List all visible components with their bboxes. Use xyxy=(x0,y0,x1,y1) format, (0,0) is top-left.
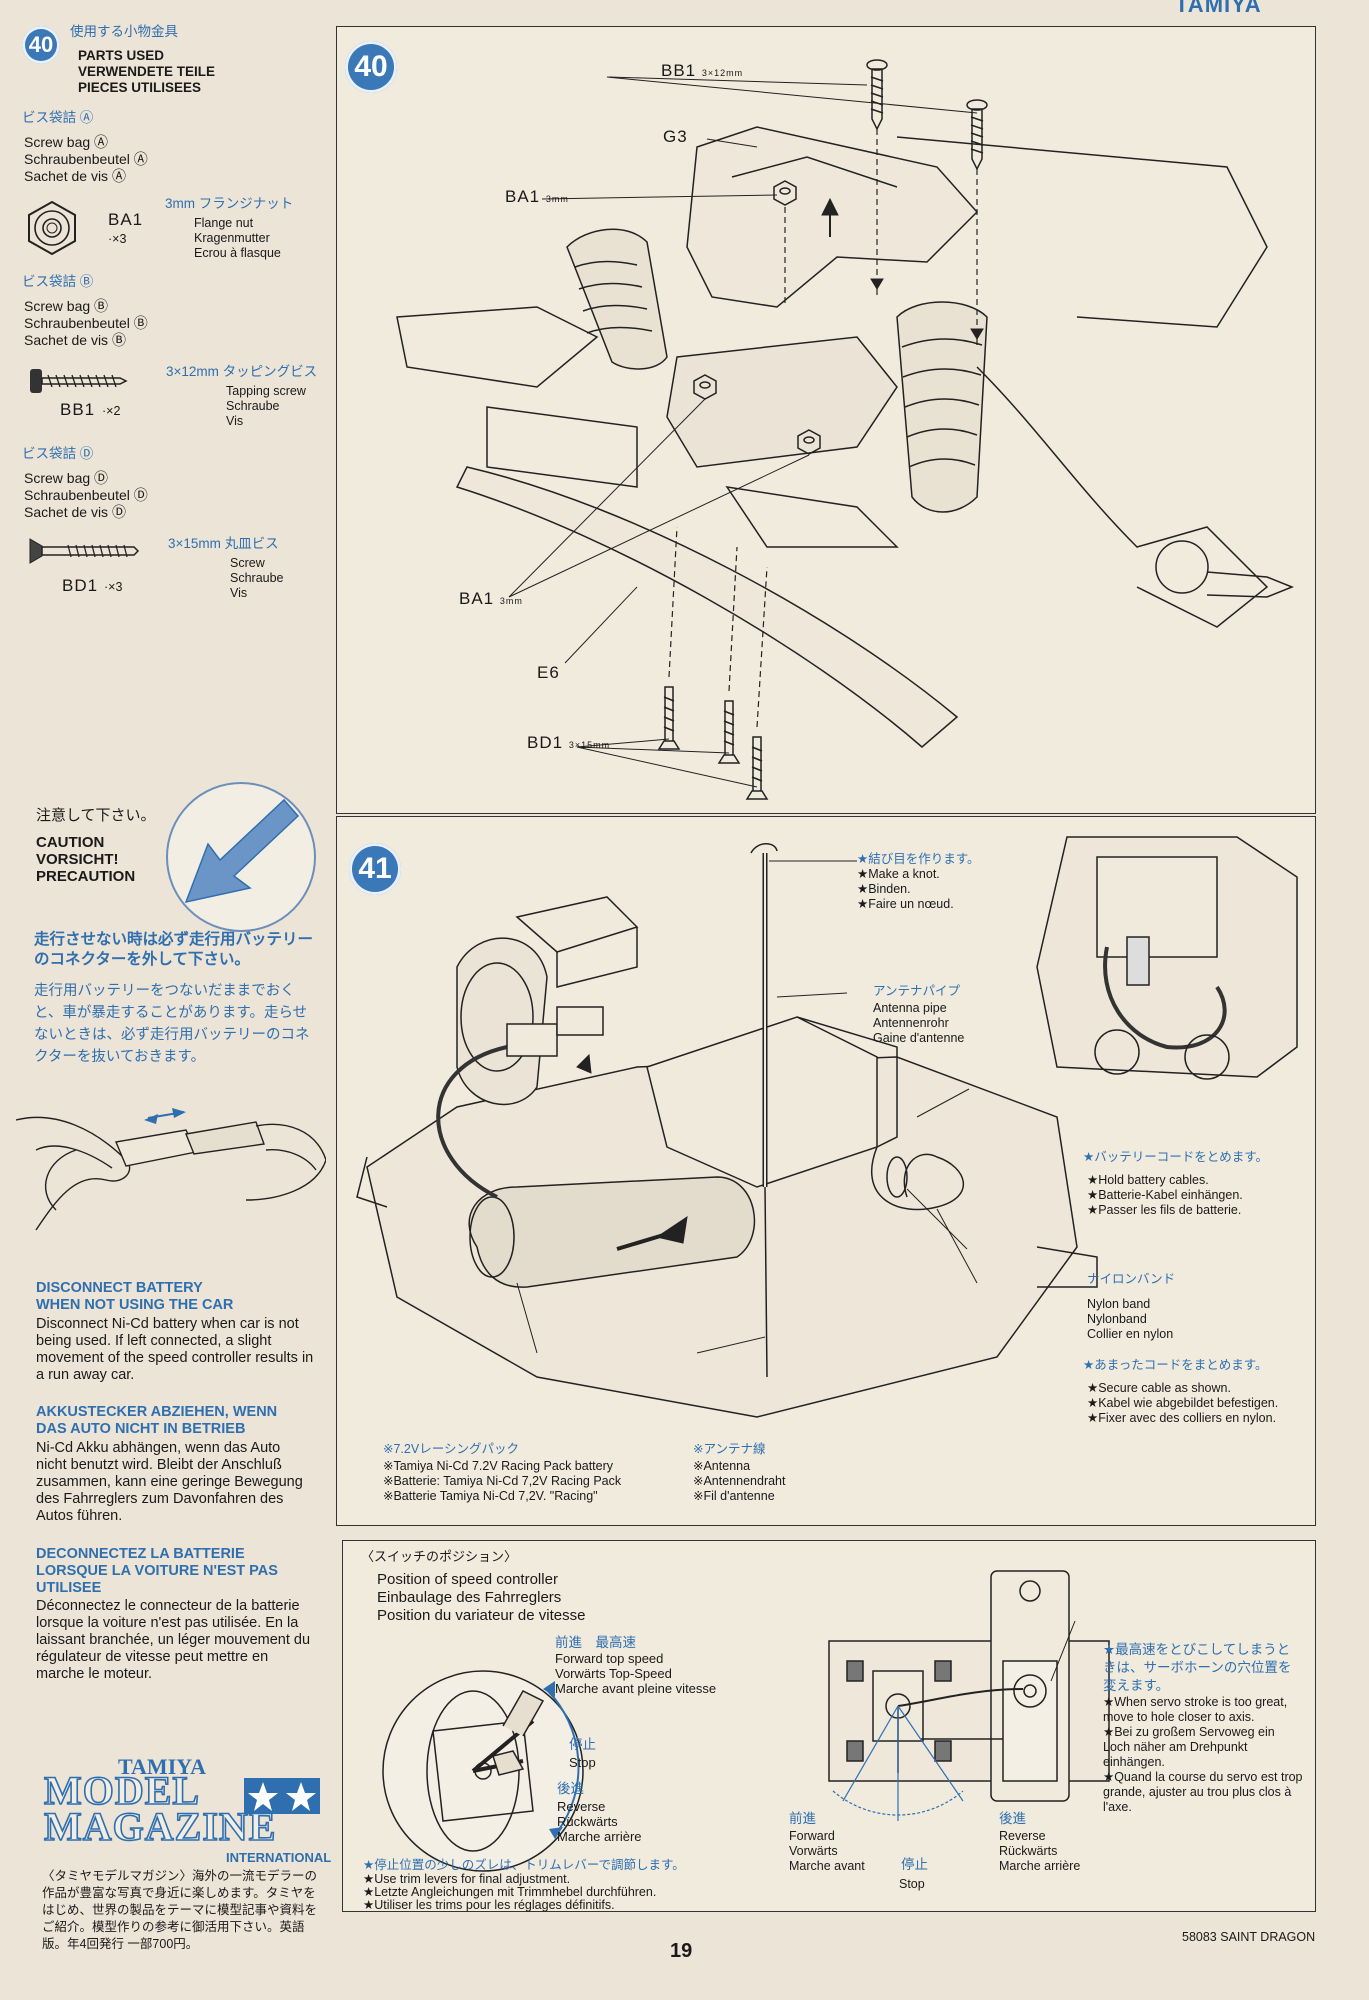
r-forward-label: Forward Vorwärts Marche avant xyxy=(789,1829,865,1873)
forward-jp: 前進 最高速 xyxy=(555,1635,636,1650)
hold-cables-jp: ★バッテリーコードをとめます。 xyxy=(1083,1150,1268,1164)
knot-label: ★Make a knot. ★Binden. ★Faire un nœud. xyxy=(857,867,954,911)
magazine-title-1: MODEL xyxy=(43,1768,201,1813)
diag-g3-label: G3 xyxy=(663,127,688,146)
secure-cable-jp: ★あまったコードをまとめます。 xyxy=(1083,1358,1268,1372)
servo-horn-diagram xyxy=(823,1561,1203,1851)
step-40-assembly-diagram xyxy=(337,27,1315,813)
step-41-panel: 41 xyxy=(336,816,1316,1526)
bb1-jp: 3×12mm タッピングビス xyxy=(166,364,318,379)
kit-code: 58083 SAINT DRAGON xyxy=(1182,1930,1316,1944)
r-reverse-label: Reverse Rückwärts Marche arrière xyxy=(999,1829,1081,1873)
antenna-wire-jp: ※アンテナ線 xyxy=(693,1442,766,1456)
caution-fr: PRECAUTION xyxy=(36,868,136,885)
caution-body-jp: 走行用バッテリーをつないだままでおくと、車が暴走することがあります。走らせないと… xyxy=(34,983,310,1065)
caution-blue-jp: 走行させない時は必ず走行用バッテリーのコネクターを外して下さい。 xyxy=(34,931,314,968)
step-40-badge-small: 40 xyxy=(22,26,60,64)
r-reverse-jp: 後進 xyxy=(999,1811,1026,1826)
bb1-qty: ·×2 xyxy=(102,404,121,418)
antenna-wire-label: ※Antenna ※Antennendraht ※Fil d'antenne xyxy=(693,1459,786,1503)
racing-pack-label: ※Tamiya Ni-Cd 7.2V Racing Pack battery ※… xyxy=(383,1459,622,1503)
bag-b-label: Screw bag Ⓑ Schraubenbeutel Ⓑ Sachet de … xyxy=(24,298,148,348)
step-41-wiring-diagram xyxy=(337,817,1315,1525)
r-forward-jp: 前進 xyxy=(789,1811,816,1826)
ba1-qty: ·×3 xyxy=(108,232,127,246)
bd1-qty: ·×3 xyxy=(104,580,123,594)
page-number: 19 xyxy=(670,1940,693,1962)
caution-jp: 注意して下さい。 xyxy=(36,807,156,824)
bb1-desc: Tapping screw Schraube Vis xyxy=(226,384,306,428)
step-40-badge: 40 xyxy=(345,41,397,93)
hold-cables-label: ★Hold battery cables. ★Batterie-Kabel ei… xyxy=(1087,1173,1243,1217)
bag-d-label: Screw bag Ⓓ Schraubenbeutel Ⓓ Sachet de … xyxy=(24,470,148,520)
reverse-jp: 後進 xyxy=(557,1781,584,1796)
step-41-badge: 41 xyxy=(349,843,401,895)
diag-ba1-left-label: BA1 3mm xyxy=(459,589,523,608)
servo-stroke-label: ★When servo stroke is too great, move to… xyxy=(1103,1695,1303,1814)
magazine-jp: 〈タミヤモデルマガジン〉海外の一流モデラーの作品が豊富な写真で身近に楽しめます。… xyxy=(42,1869,318,1951)
bd1-part-name: BD1 xyxy=(62,576,99,595)
switch-position-panel: 〈スイッチのポジション〉 Position of speed controlle… xyxy=(342,1540,1316,1912)
switch-jp: 〈スイッチのポジション〉 xyxy=(361,1549,518,1564)
bb1-part-name: BB1 xyxy=(60,400,96,419)
diag-ba1-top-label: BA1 3mm xyxy=(505,187,569,206)
tamiya-stars-logo xyxy=(244,1778,320,1814)
bag-a-jp: ビス袋詰 Ⓐ xyxy=(22,110,94,125)
switch-title: Position of speed controller Einbaulage … xyxy=(377,1571,586,1624)
parts-used-jp: 使用する小物金具 xyxy=(70,24,178,39)
magazine-sub: INTERNATIONAL xyxy=(226,1850,332,1865)
top-brand: TAMIYA xyxy=(1175,0,1262,17)
caution-de-head: AKKUSTECKER ABZIEHEN, WENN DAS AUTO NICH… xyxy=(36,1404,278,1437)
r-stop-jp: 停止 xyxy=(901,1857,928,1872)
caution-fr-body: Déconnectez le connecteur de la batterie… xyxy=(36,1598,311,1682)
ba1-desc: Flange nut Kragenmutter Ecrou à flasque xyxy=(194,216,281,260)
antenna-pipe-label: Antenna pipe Antennenrohr Gaine d'antenn… xyxy=(873,1001,965,1045)
bag-b-jp: ビス袋詰 Ⓑ xyxy=(22,274,94,289)
secure-cable-label: ★Secure cable as shown. ★Kabel wie abgeb… xyxy=(1087,1381,1279,1425)
parts-used-en: PARTS USED xyxy=(78,48,165,63)
bag-a-label: Screw bag Ⓐ Schraubenbeutel Ⓐ Sachet de … xyxy=(24,134,148,184)
magazine-title-2: MAGAZINE xyxy=(43,1804,277,1849)
transmitter-lever-diagram xyxy=(373,1631,633,1891)
ba1-jp: 3mm フランジナット xyxy=(165,196,294,211)
magazine-brand: TAMIYA xyxy=(118,1754,207,1779)
reverse-label: Reverse Rückwärts Marche arrière xyxy=(557,1799,642,1844)
caution-fr-head: DECONNECTEZ LA BATTERIE LORSQUE LA VOITU… xyxy=(36,1546,278,1596)
r-stop-label: Stop xyxy=(899,1877,925,1891)
forward-label: Forward top speed Vorwärts Top-Speed Mar… xyxy=(555,1651,717,1696)
flange-nut-icon xyxy=(24,200,80,256)
bag-d-jp: ビス袋詰 Ⓓ xyxy=(22,446,94,461)
parts-used-de: VERWENDETE TEILE xyxy=(78,64,216,79)
tapping-screw-icon xyxy=(30,369,128,393)
stop-label: Stop xyxy=(569,1755,596,1770)
caution-en-body: Disconnect Ni-Cd battery when car is not… xyxy=(36,1316,314,1383)
knot-jp: ★結び目を作ります。 xyxy=(857,852,980,866)
nylon-band-jp: ナイロンバンド xyxy=(1087,1272,1176,1286)
stop-jp: 停止 xyxy=(569,1737,596,1752)
diag-e6-label: E6 xyxy=(537,663,560,682)
trim-jp: ★停止位置の少しのズレは、トリムレバーで調節します。 xyxy=(363,1858,685,1872)
caution-en: CAUTION xyxy=(36,834,105,851)
caution-arrow-icon xyxy=(164,780,318,934)
caution-en-head: DISCONNECT BATTERY WHEN NOT USING THE CA… xyxy=(36,1280,234,1313)
step-40-panel: 40 xyxy=(336,26,1316,814)
nylon-band-label: Nylon band Nylonband Collier en nylon xyxy=(1087,1297,1174,1341)
servo-stroke-jp: ★最高速をとびこしてしまうときは、サーボホーンの穴位置を変えます。 xyxy=(1103,1642,1292,1693)
parts-used-fr: PIECES UTILISEES xyxy=(78,80,202,95)
diag-bb1-label: BB1 3×12mm xyxy=(661,61,744,80)
trim-label: ★Use trim levers for final adjustment. ★… xyxy=(363,1872,657,1912)
ba1-part-name: BA1 xyxy=(108,210,144,229)
countersunk-screw-icon xyxy=(28,536,140,566)
battery-connector-hands-illustration xyxy=(16,1108,326,1240)
bd1-desc: Screw Schraube Vis xyxy=(230,556,284,600)
racing-pack-jp: ※7.2Vレーシングパック xyxy=(383,1442,519,1456)
bd1-jp: 3×15mm 丸皿ビス xyxy=(168,536,279,551)
caution-de-body: Ni-Cd Akku abhängen, wenn das Auto nicht… xyxy=(36,1440,303,1524)
antenna-pipe-jp: アンテナパイプ xyxy=(873,984,961,998)
diag-bd1-label: BD1 3×15mm xyxy=(527,733,611,752)
caution-de: VORSICHT! xyxy=(36,851,119,868)
